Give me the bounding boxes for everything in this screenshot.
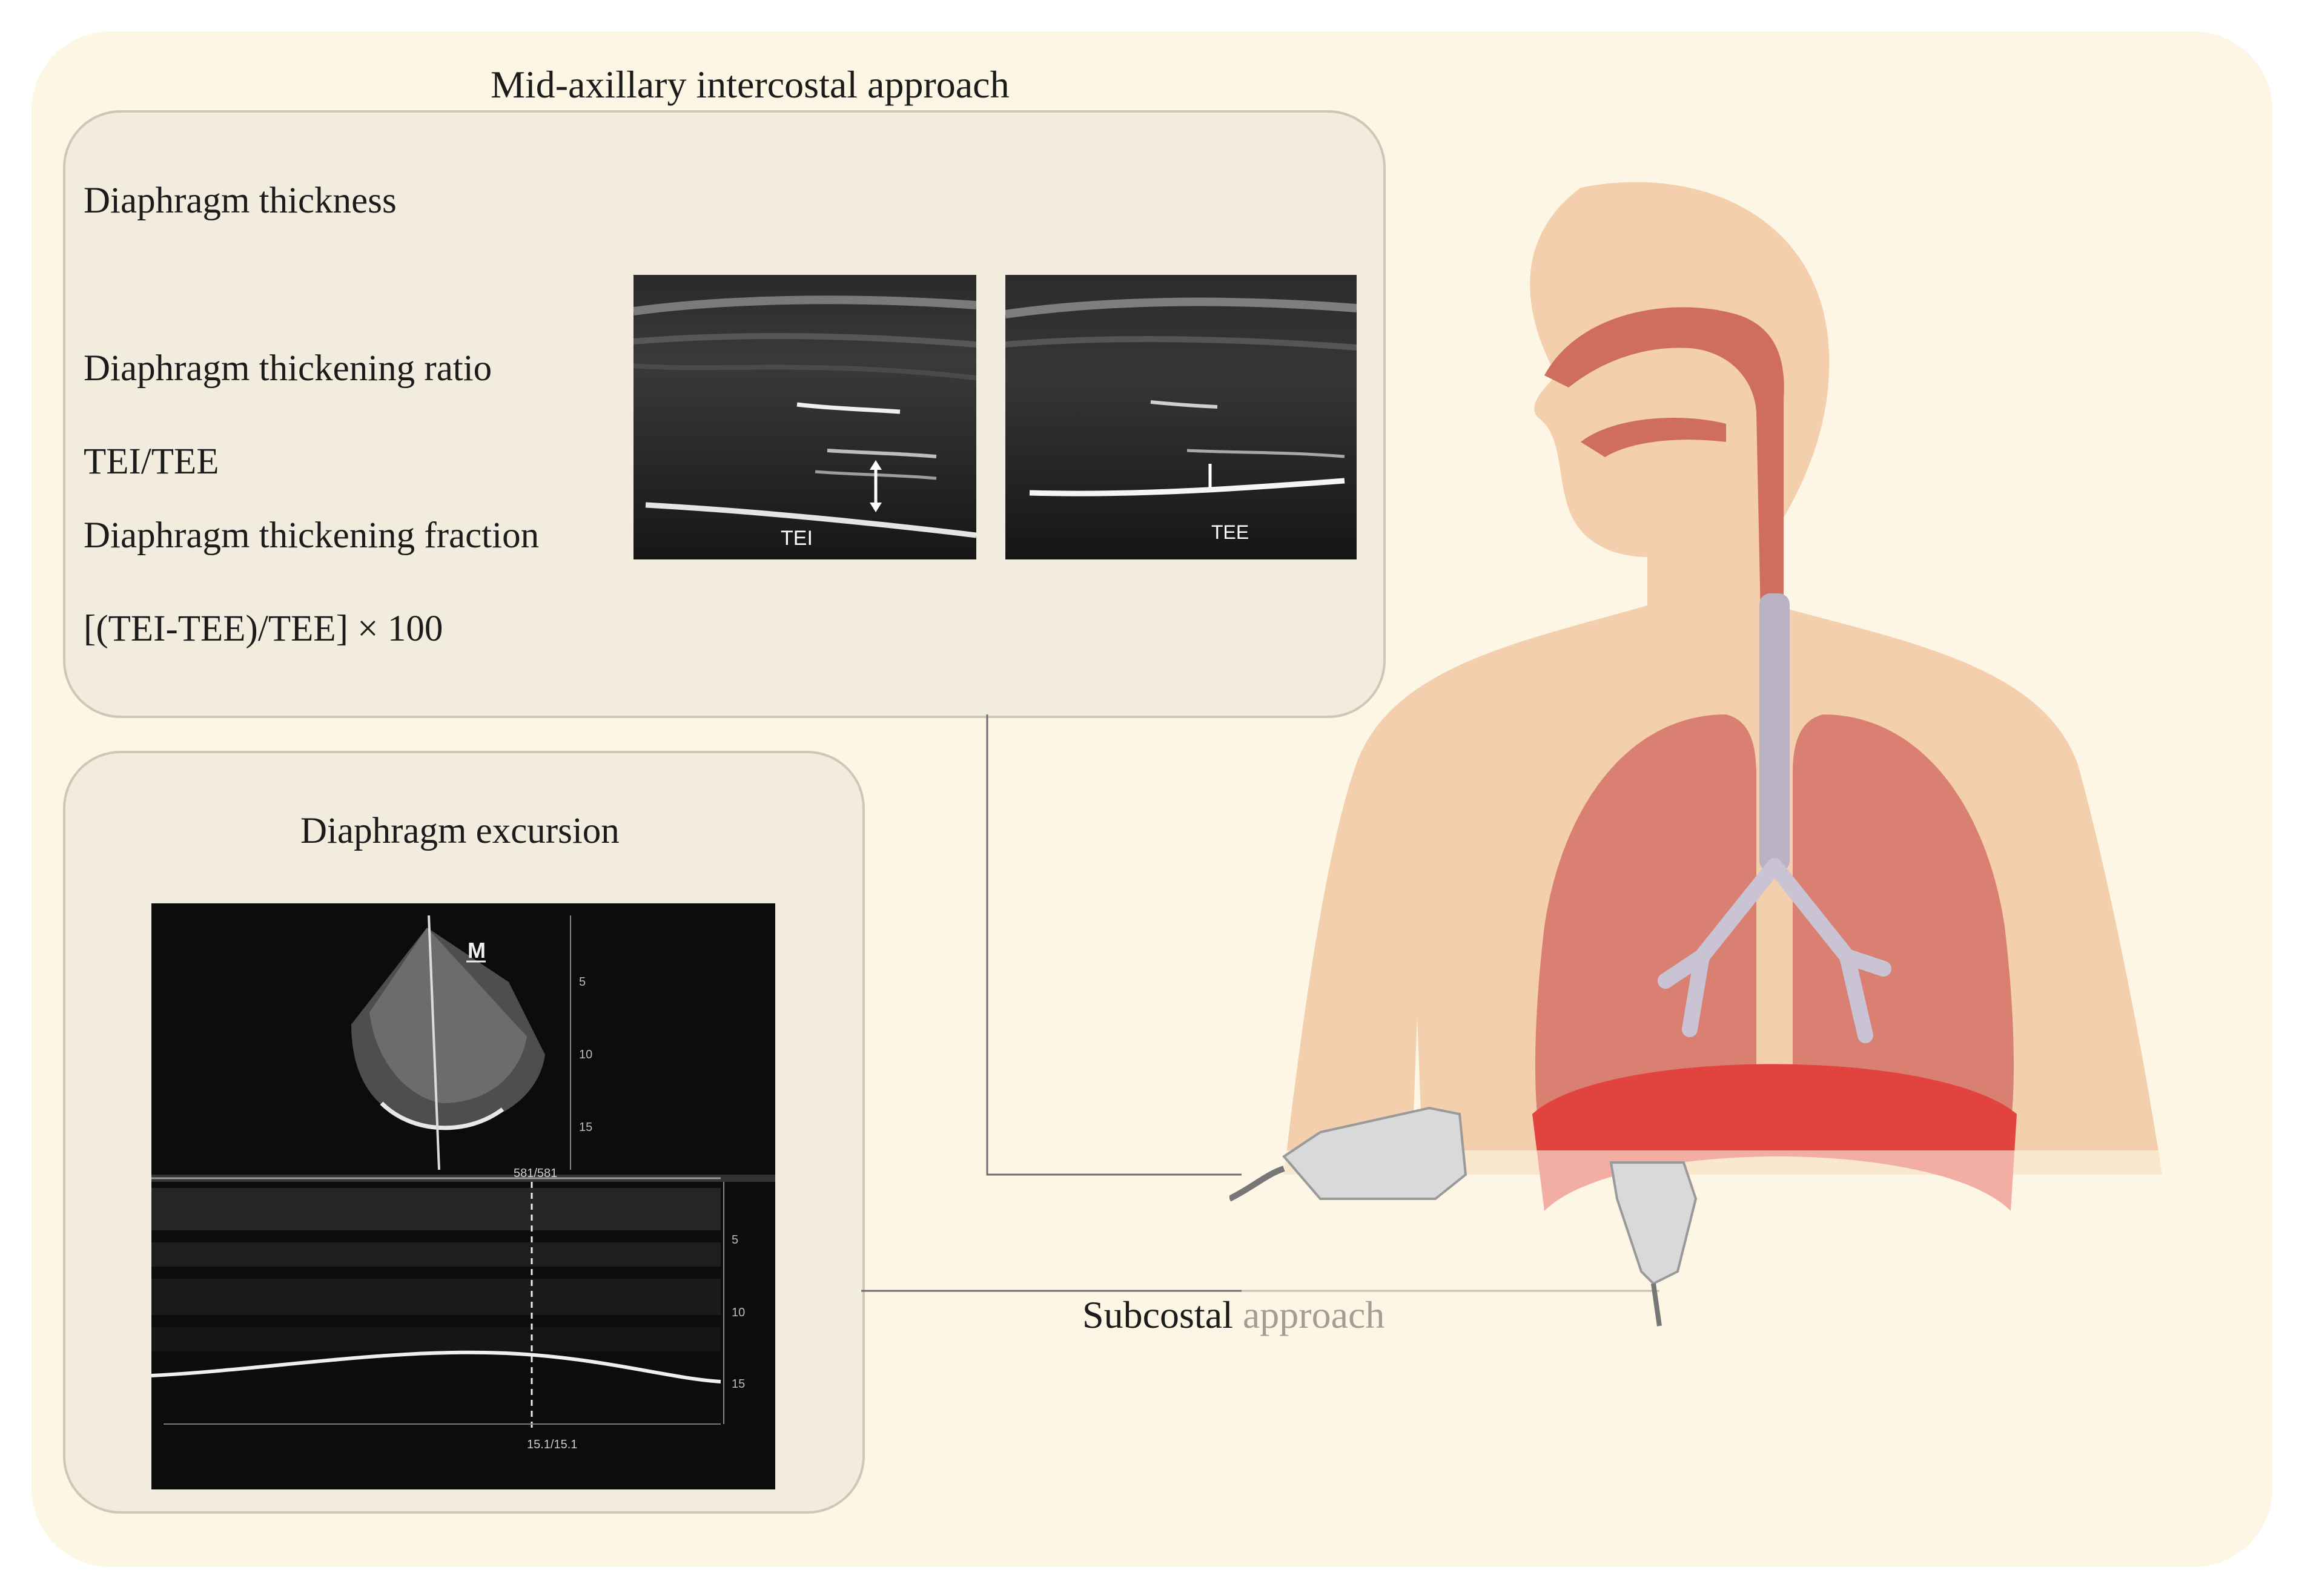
tei-image-label: TEI xyxy=(781,527,813,550)
mmode-tick-10: 10 xyxy=(732,1306,745,1319)
bmode-tick-10: 10 xyxy=(579,1048,592,1061)
top-readout: 581/581 xyxy=(514,1167,557,1180)
trachea xyxy=(1759,593,1790,872)
excursion-title: Diaphragm excursion xyxy=(300,811,620,851)
lungs xyxy=(1535,714,2014,1162)
excursion-panel: Diaphragm excursion M 5 10 15 581/581 xyxy=(63,751,865,1514)
tee-image-label: TEE xyxy=(1211,521,1249,543)
ultrasound-image-expiration: TEE xyxy=(1005,275,1357,559)
ultrasound-image-inspiration: TEI xyxy=(633,275,976,559)
bmode-tick-5: 5 xyxy=(579,975,586,989)
mode-label: M xyxy=(468,938,486,963)
ultrasound-probe-icon xyxy=(1609,1161,1698,1327)
ratio-formula: TEI/TEE xyxy=(84,441,219,482)
thickening-ratio-label: Diaphragm thickening ratio xyxy=(84,348,492,389)
intercostal-approach-title: Mid-axillary intercostal approach xyxy=(491,63,1010,106)
mmode-tick-15: 15 xyxy=(732,1377,745,1391)
thickening-fraction-label: Diaphragm thickening fraction xyxy=(84,515,540,556)
ultrasound-mmode-image: M 5 10 15 581/581 xyxy=(151,903,775,1489)
fraction-formula: [(TEI-TEE)/TEE] × 100 xyxy=(84,608,443,649)
ultrasound-probe-icon xyxy=(1229,1106,1467,1202)
bottom-readout: 15.1/15.1 xyxy=(527,1438,577,1451)
upper-airway xyxy=(1544,307,1790,872)
intercostal-panel: Diaphragm thickness Diaphragm thickening… xyxy=(63,110,1386,718)
mmode-tick-5: 5 xyxy=(732,1233,738,1247)
diaphragm xyxy=(1532,1064,2017,1211)
bmode-tick-15: 15 xyxy=(579,1121,592,1134)
thickness-label: Diaphragm thickness xyxy=(84,180,397,221)
